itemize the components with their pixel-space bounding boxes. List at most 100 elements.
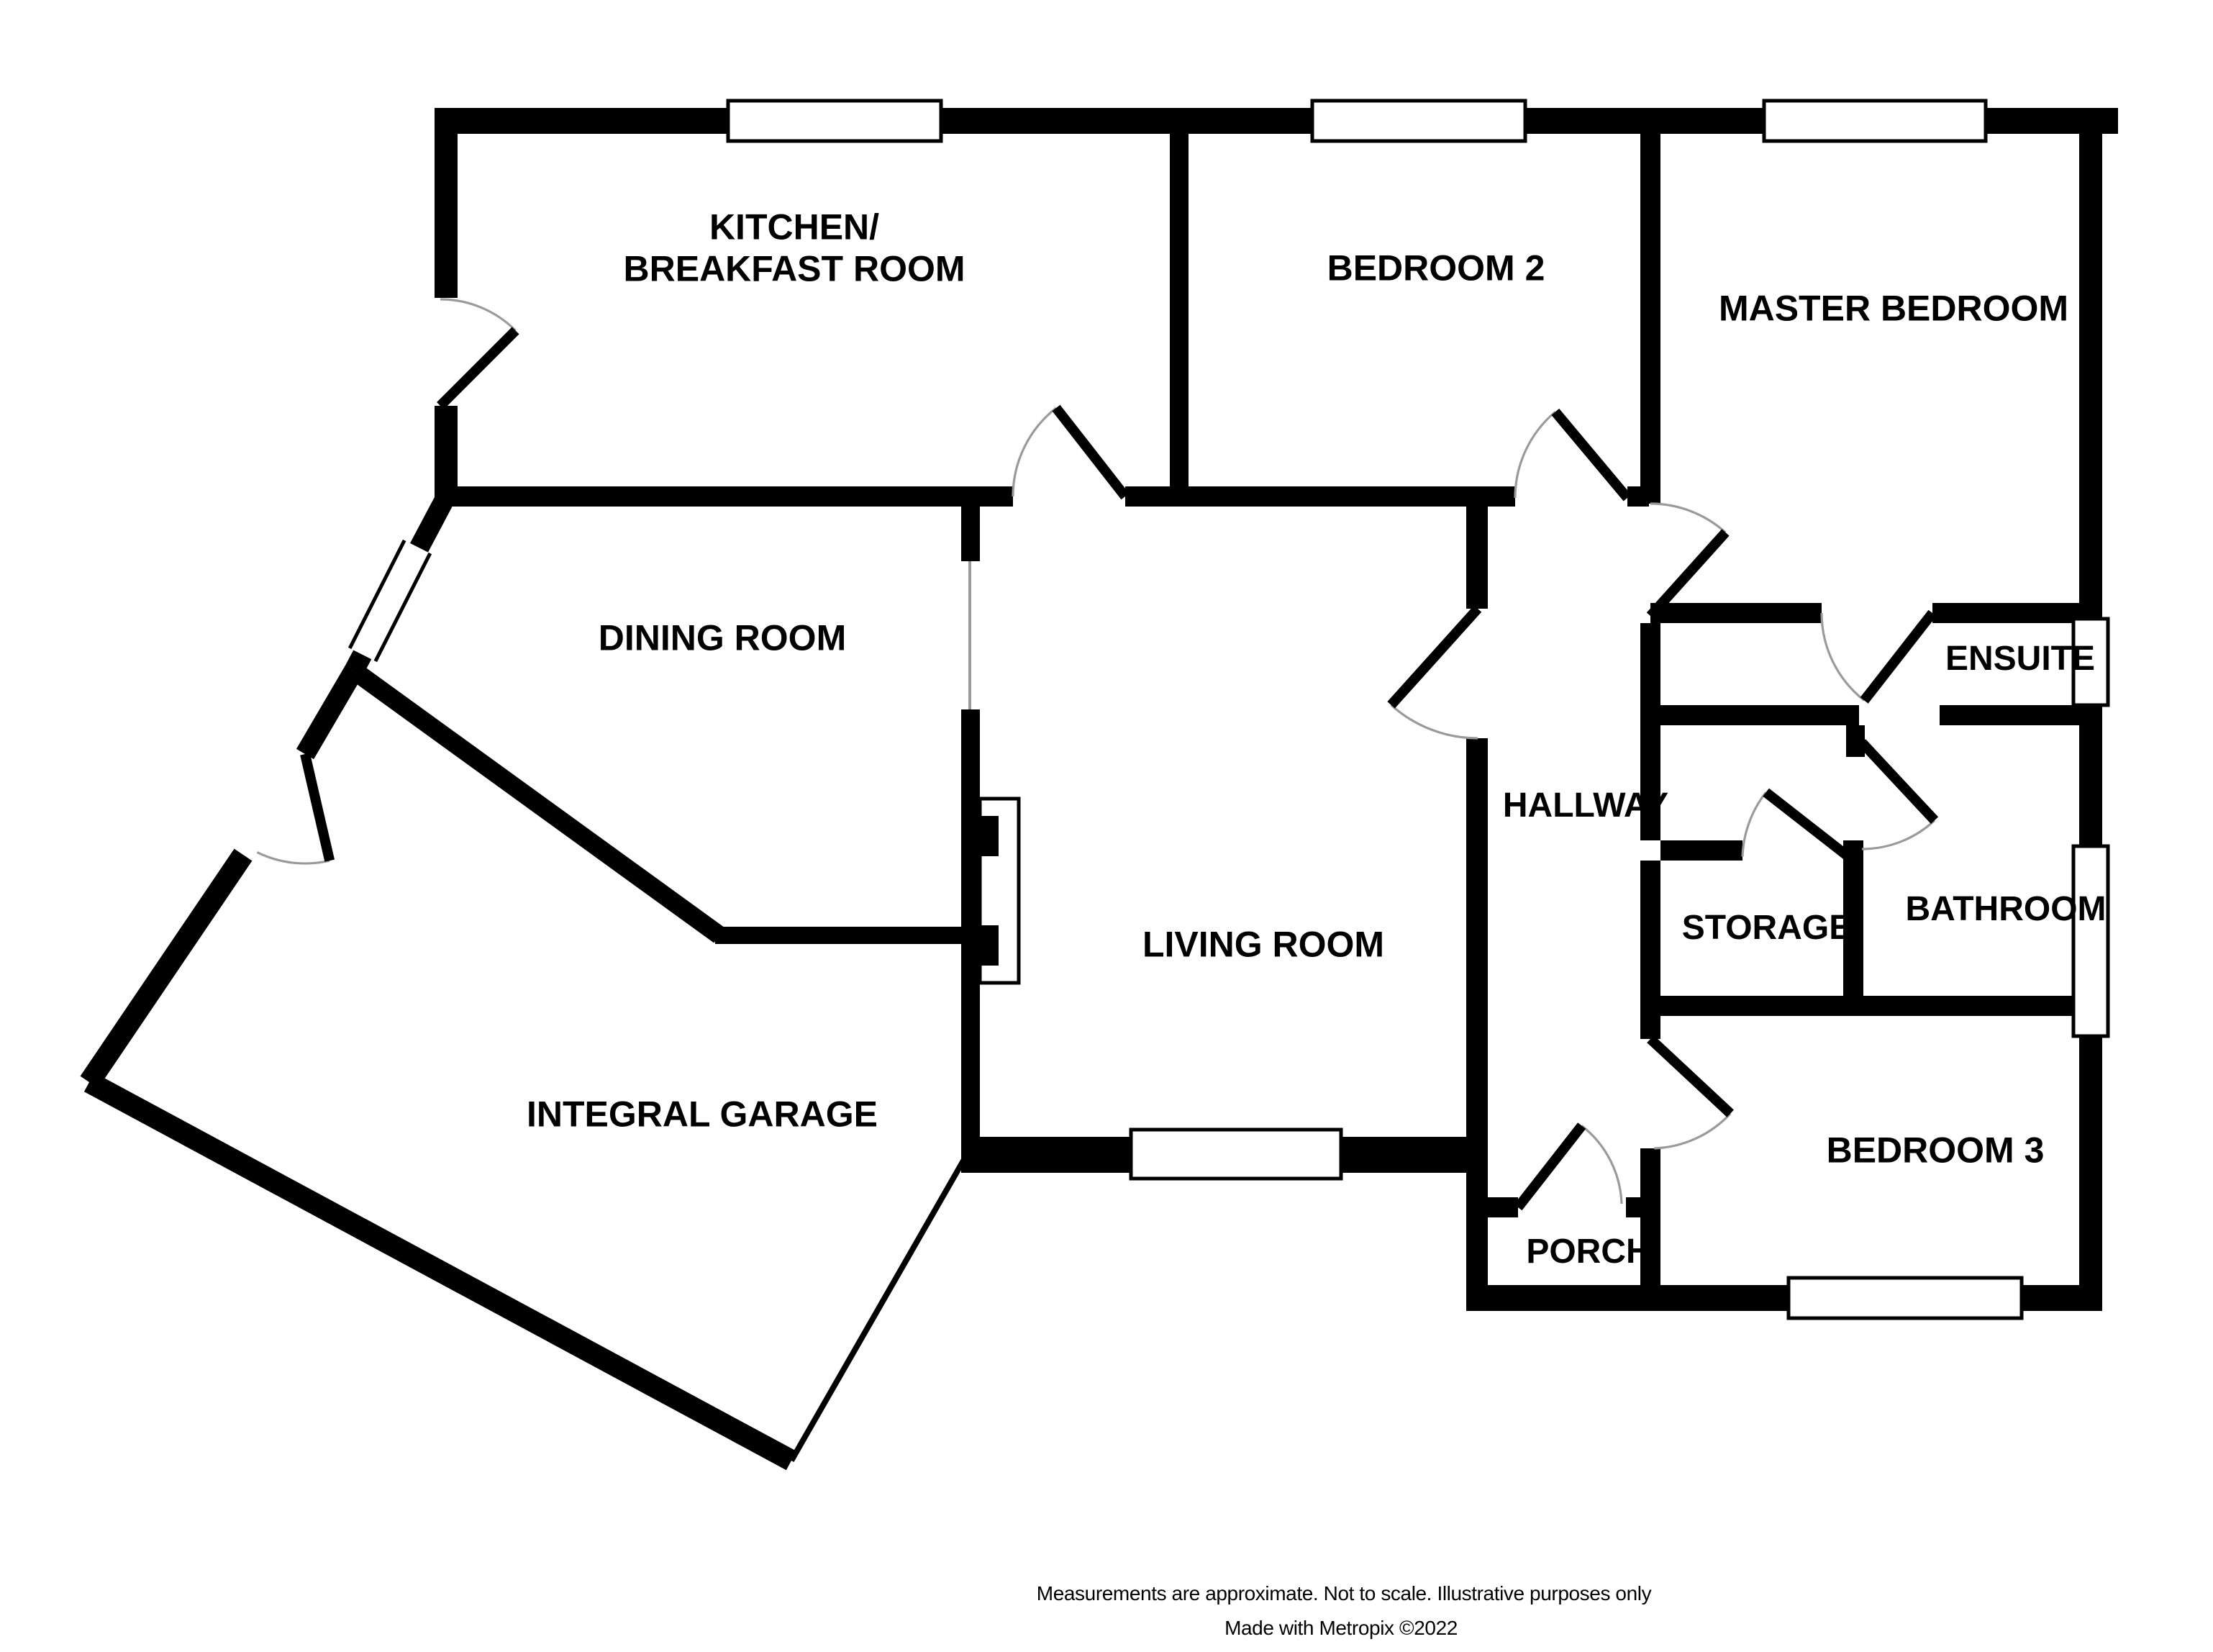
kitchen-door-swing-arc xyxy=(1012,407,1057,497)
wall-dining-left-angled-jog xyxy=(296,665,363,760)
wall-bedroom3-top-wall xyxy=(1640,996,2102,1016)
room-label-hallway-line-0: HALLWAY xyxy=(1503,786,1668,825)
room-label-kitchen: KITCHEN/BREAKFAST ROOM xyxy=(624,207,965,289)
wall-dining-garage-divider xyxy=(348,663,725,943)
ensuite-door-swing-arc xyxy=(1820,612,1866,702)
wall-kitchen-bedroom2-divider xyxy=(1170,134,1189,486)
room-label-master-bedroom: MASTER BEDROOM xyxy=(1719,289,2068,329)
wall-living-top-wall xyxy=(1125,486,1515,507)
wall-ensuite-bathroom-wall-left xyxy=(1660,705,1859,725)
wall-living-right-wall-upper xyxy=(1466,507,1488,609)
room-label-kitchen-line-1: BREAKFAST ROOM xyxy=(624,249,965,289)
room-label-bedroom2: BEDROOM 2 xyxy=(1327,248,1545,289)
room-label-storage-line-0: STORAGE xyxy=(1682,909,1852,947)
wall-storage-right-wall xyxy=(1843,840,1863,1016)
wall-garage-right-edge xyxy=(789,1145,974,1462)
dining-angled-window-edge-0 xyxy=(347,539,406,650)
room-label-bathroom: BATHROOM xyxy=(1905,890,2106,928)
wall-porch-divider-nub xyxy=(1626,1197,1643,1217)
bathroom-door-swing-arc xyxy=(1861,820,1936,850)
room-label-integral-garage-line-0: INTEGRAL GARAGE xyxy=(527,1094,878,1135)
room-label-living-room-line-0: LIVING ROOM xyxy=(1142,925,1384,965)
wall-master-left-wall xyxy=(1640,134,1660,504)
bedroom3-window-icon xyxy=(1786,1276,2024,1320)
dining-angled-window-edge-1 xyxy=(373,552,432,663)
wall-porch-right-wall xyxy=(1640,1148,1660,1302)
master-window-icon xyxy=(1762,99,1988,143)
room-label-hallway: HALLWAY xyxy=(1503,786,1668,825)
wall-outer-right-wall-mid xyxy=(2079,705,2102,846)
room-label-porch-line-0: PORCH xyxy=(1526,1233,1650,1271)
kitchen-side-door-swing-arc xyxy=(440,298,517,332)
room-label-ensuite: ENSUITE xyxy=(1945,640,2095,678)
wall-garage-upper-left-wall xyxy=(80,848,253,1089)
wall-hallway-right-wall-nub xyxy=(1640,1016,1660,1039)
room-label-bedroom2-line-0: BEDROOM 2 xyxy=(1327,248,1545,289)
wall-outer-right-wall-bottom xyxy=(2079,1036,2102,1302)
wall-storage-left-wall xyxy=(1640,861,1660,996)
wall-porch-divider-left xyxy=(1488,1197,1518,1217)
walls-group xyxy=(80,108,2118,1471)
bedroom2-window-icon xyxy=(1310,99,1527,143)
room-label-ensuite-line-0: ENSUITE xyxy=(1945,640,2095,678)
storage-door-leaf xyxy=(1763,788,1857,865)
room-label-bathroom-line-0: BATHROOM xyxy=(1905,890,2106,928)
kitchen-door-leaf xyxy=(1052,404,1130,500)
room-label-living-room: LIVING ROOM xyxy=(1142,925,1384,965)
bathroom-window-icon xyxy=(2071,844,2110,1038)
wall-bathroom-door-stub xyxy=(1846,725,1865,757)
wall-outer-right-wall-top xyxy=(2079,134,2102,623)
wall-living-left-wall-upper xyxy=(961,507,980,561)
room-label-dining-room-line-0: DINING ROOM xyxy=(599,618,846,658)
living-hallway-door-swing-arc xyxy=(1390,704,1478,740)
garage-door-swing-arc xyxy=(256,851,330,865)
room-labels-group: KITCHEN/BREAKFAST ROOM BEDROOM 2 MASTER BE… xyxy=(527,207,2107,1271)
fireplace-jamb-1 xyxy=(980,925,999,966)
fireplace-jamb-0 xyxy=(980,816,999,856)
doors-group xyxy=(256,298,1939,1211)
footer-disclaimer: Measurements are approximate. Not to sca… xyxy=(1037,1582,1652,1605)
kitchen-side-door-leaf xyxy=(437,327,519,409)
wall-kitchen-left-wall-upper xyxy=(435,108,458,298)
wall-living-right-wall-lower xyxy=(1466,738,1488,1285)
wall-living-left-wall-lower xyxy=(961,709,980,1137)
bathroom-door-leaf xyxy=(1858,739,1939,824)
living-window-icon xyxy=(1129,1127,1343,1181)
room-label-master-bedroom-line-0: MASTER BEDROOM xyxy=(1719,289,2068,329)
wall-ensuite-bathroom-wall-right xyxy=(1940,705,2091,725)
wall-garage-dining-shelf xyxy=(715,927,970,944)
living-hallway-door-leaf xyxy=(1387,605,1482,709)
kitchen-window-icon xyxy=(726,99,943,143)
ensuite-window-icon xyxy=(2071,617,2110,707)
room-label-bedroom3-line-0: BEDROOM 3 xyxy=(1827,1130,2045,1171)
ensuite-door-leaf xyxy=(1860,609,1937,704)
dining-angled-window-icon xyxy=(350,540,430,662)
wall-master-ensuite-wall-left xyxy=(1650,603,1822,623)
windows-group xyxy=(347,99,2110,1320)
master-door-leaf xyxy=(1646,529,1730,620)
room-label-integral-garage: INTEGRAL GARAGE xyxy=(527,1094,878,1135)
footer: Measurements are approximate. Not to sca… xyxy=(1037,1582,1652,1639)
footer-credit: Made with Metropix ©2022 xyxy=(1224,1617,1458,1639)
bedroom3-door-swing-arc xyxy=(1654,1112,1732,1150)
storage-door-swing-arc xyxy=(1741,791,1767,857)
bedroom2-door-leaf xyxy=(1551,408,1632,502)
wall-kitchen-dining-divider xyxy=(435,486,1013,507)
room-label-dining-room: DINING ROOM xyxy=(599,618,846,658)
fireplace xyxy=(978,796,1021,985)
wall-garage-lower-left-wall xyxy=(83,1072,797,1471)
porch-door-swing-arc xyxy=(1581,1125,1623,1204)
master-door-swing-arc xyxy=(1650,502,1727,534)
room-label-porch: PORCH xyxy=(1526,1233,1650,1271)
porch-door-leaf xyxy=(1514,1122,1586,1211)
bedroom2-door-swing-arc xyxy=(1514,411,1556,499)
room-label-kitchen-line-0: KITCHEN/ xyxy=(709,207,879,248)
bedroom3-door-leaf xyxy=(1647,1035,1734,1117)
room-label-storage: STORAGE xyxy=(1682,909,1852,947)
wall-master-ensuite-wall-right xyxy=(1932,603,2091,623)
room-label-bedroom3: BEDROOM 3 xyxy=(1827,1130,2045,1171)
wall-hallway-right-wall-upper xyxy=(1640,623,1660,840)
